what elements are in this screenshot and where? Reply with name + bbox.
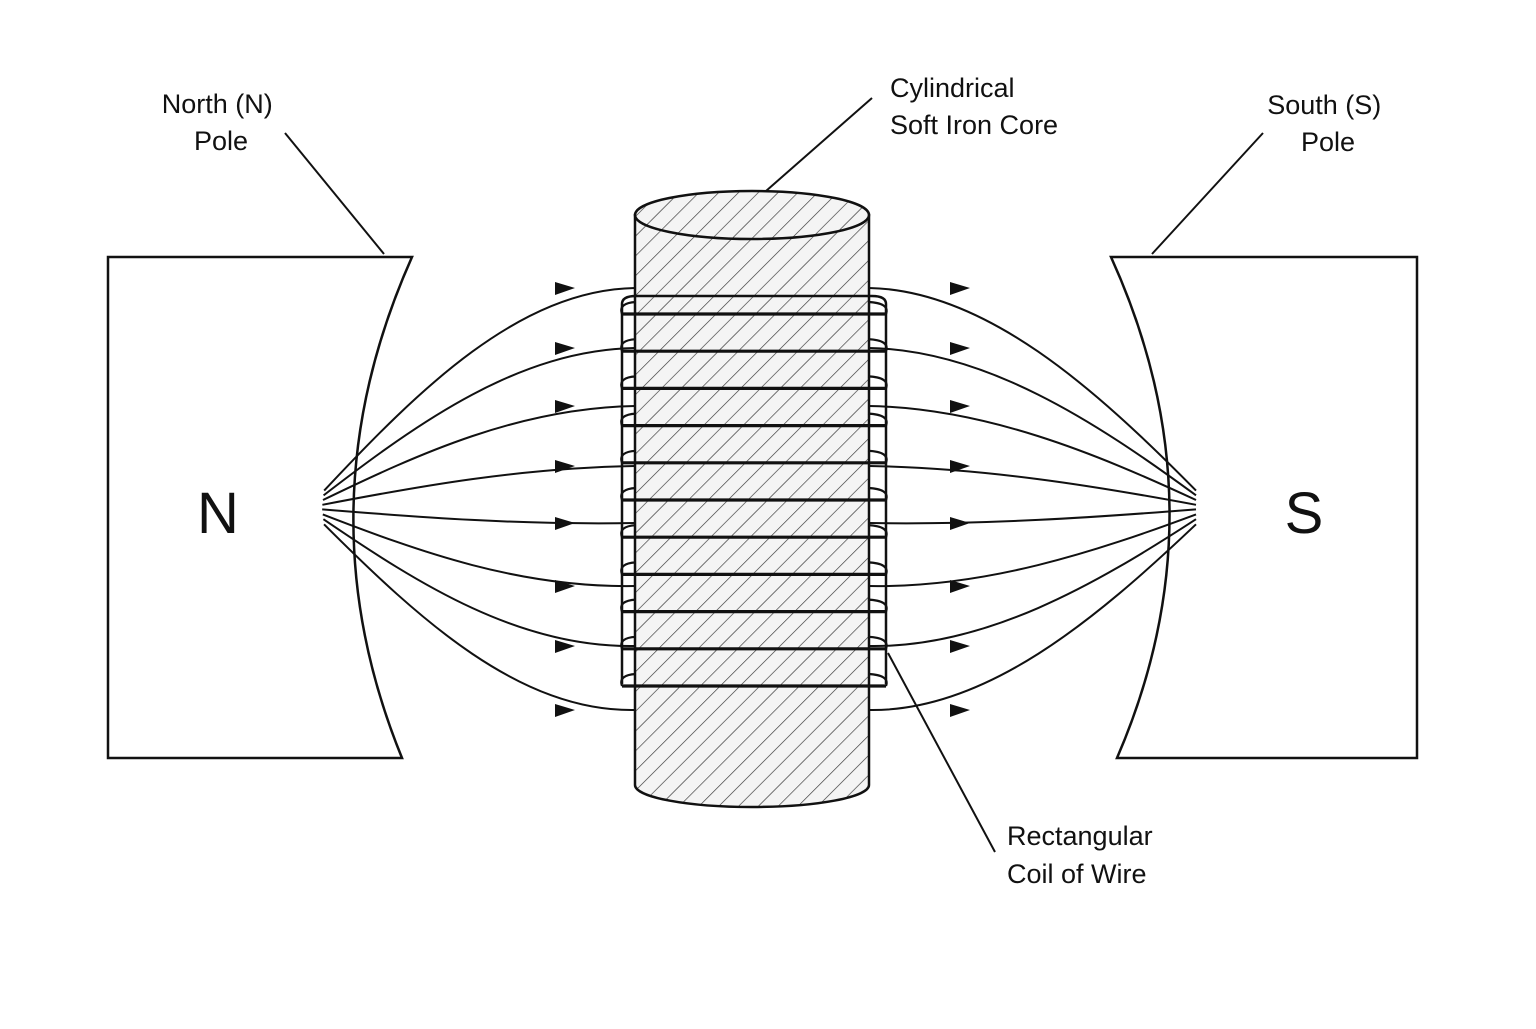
field-line-right (868, 405, 1197, 501)
field-line-left (322, 347, 636, 497)
field-line-right (868, 513, 1197, 588)
coil-turn-end (620, 375, 637, 389)
coil-turn-end (620, 338, 637, 352)
coil-turn-end (867, 672, 888, 687)
field-line-arrow (950, 342, 970, 355)
core-label-leader (765, 97, 873, 192)
field-line-left (322, 513, 636, 588)
coil-turn-end (620, 635, 637, 650)
field-line-arrow (555, 342, 575, 355)
field-line-left (322, 518, 636, 648)
coil-turn-end (867, 338, 888, 352)
coil-turn-end (867, 412, 888, 426)
field-line-left (322, 405, 636, 501)
coil-turn-end (620, 561, 637, 575)
field-line-arrow (950, 282, 970, 295)
field-line-arrow (555, 282, 575, 295)
south-pole-label: South (S) Pole (1267, 90, 1389, 157)
south-magnet-body (1109, 255, 1419, 760)
magnetic-field-lines (322, 282, 1197, 717)
field-line-arrow (555, 460, 575, 473)
north-magnet-letter: N (197, 481, 239, 546)
north-pole-label: North (N) Pole (162, 89, 281, 156)
coil-turn-end (620, 412, 637, 426)
north-label-leader (284, 132, 385, 255)
north-magnet-body (106, 255, 414, 760)
coil-turn-end (867, 300, 888, 315)
coil-turn-end (867, 524, 888, 538)
coil-of-wire (620, 294, 888, 688)
coil-turn-end (620, 598, 637, 612)
coil-turn-end (620, 486, 637, 501)
coil-top-loop (620, 294, 888, 305)
core-label: Cylindrical Soft Iron Core (890, 73, 1058, 140)
field-line-arrow (950, 400, 970, 413)
field-line-arrow (555, 517, 575, 530)
field-line-arrow (555, 640, 575, 653)
coil-turn-end (620, 300, 637, 315)
core-body (633, 213, 871, 809)
south-label-leader (1151, 132, 1264, 255)
coil-turn-end (867, 486, 888, 501)
field-line-arrow (950, 580, 970, 593)
coil-turn-end (620, 672, 637, 687)
field-line-arrow (555, 580, 575, 593)
field-line-right (868, 523, 1197, 712)
coil-turn-end (867, 375, 888, 389)
coil-turn-end (620, 449, 637, 464)
soft-iron-core (633, 189, 871, 809)
core-top-face (633, 189, 871, 241)
field-line-right (868, 465, 1197, 506)
coil-turn-end (867, 598, 888, 612)
field-line-arrow (555, 704, 575, 717)
coil-turn-end (867, 561, 888, 575)
field-line-arrow (950, 704, 970, 717)
field-line-arrow (555, 400, 575, 413)
coil-turn-end (620, 524, 637, 538)
field-line-arrow (950, 640, 970, 653)
field-line-left (323, 523, 636, 712)
south-magnet-letter: S (1285, 481, 1324, 546)
field-line-arrow (950, 517, 970, 530)
field-line-left (322, 465, 636, 506)
field-line-left (322, 508, 636, 525)
coil-label-leader (887, 652, 996, 853)
field-line-right (868, 518, 1197, 648)
coil-label: Rectangular Coil of Wire (1007, 821, 1160, 889)
field-line-arrow (950, 460, 970, 473)
field-line-right (868, 508, 1197, 525)
coil-turn-end (867, 635, 888, 650)
field-line-right (868, 347, 1197, 497)
field-line-left (323, 287, 636, 492)
field-line-right (868, 287, 1197, 492)
coil-turn-end (867, 449, 888, 464)
